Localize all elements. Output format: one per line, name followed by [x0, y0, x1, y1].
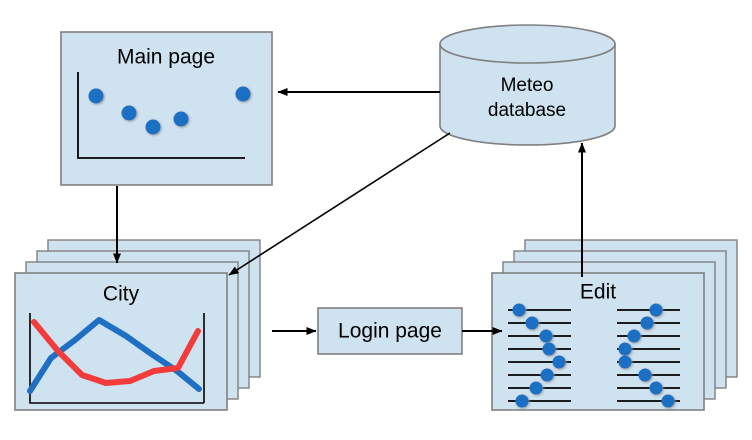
- main-page-scatter-chart: [77, 72, 251, 159]
- diagram-connectors: [113, 88, 586, 335]
- scatter-point: [121, 105, 137, 121]
- slider-handle[interactable]: [618, 342, 632, 356]
- login-page-label: Login page: [338, 320, 442, 343]
- database-cylinder-top: [439, 24, 616, 64]
- scatter-point: [235, 86, 251, 102]
- login-page-panel[interactable]: [317, 307, 463, 355]
- city-label: City: [103, 283, 140, 306]
- edit-label: Edit: [580, 281, 616, 304]
- slider-handle[interactable]: [540, 368, 554, 382]
- edge-database-to-city: [228, 132, 451, 276]
- slider-handle[interactable]: [661, 394, 675, 408]
- slider-handle[interactable]: [640, 316, 654, 330]
- slider-handle[interactable]: [649, 381, 663, 395]
- scatter-point: [145, 119, 161, 135]
- database-label-line1: Meteo: [501, 75, 554, 96]
- slider-handle[interactable]: [627, 329, 641, 343]
- city-chart-frame: [29, 313, 205, 404]
- slider-handle[interactable]: [618, 355, 632, 369]
- slider-handle[interactable]: [539, 329, 553, 343]
- node-login-page[interactable]: Login page: [317, 307, 463, 355]
- main-page-label: Main page: [117, 46, 215, 69]
- node-meteo-database[interactable]: Meteo database: [439, 24, 616, 146]
- city-line-chart: [27, 313, 205, 404]
- database-label-line2: database: [488, 100, 566, 121]
- slider-handle[interactable]: [638, 368, 652, 382]
- edit-sliders-left-column[interactable]: [508, 303, 571, 408]
- slider-handle[interactable]: [512, 303, 526, 317]
- main-page-panel[interactable]: [60, 31, 273, 186]
- node-main-page[interactable]: Main page: [60, 31, 273, 186]
- scatter-point: [173, 111, 189, 127]
- slider-handle[interactable]: [525, 316, 539, 330]
- slider-handle[interactable]: [552, 355, 566, 369]
- scatter-axis: [77, 72, 245, 159]
- scatter-point: [88, 88, 104, 104]
- slider-handle[interactable]: [649, 303, 663, 317]
- city-series-precipitation: [31, 319, 201, 386]
- slider-handle[interactable]: [529, 381, 543, 395]
- slider-handle[interactable]: [542, 342, 556, 356]
- node-city[interactable]: City: [14, 239, 261, 411]
- slider-handle[interactable]: [515, 394, 529, 408]
- node-edit[interactable]: Edit: [491, 239, 738, 411]
- edit-sliders-right-column[interactable]: [617, 303, 680, 408]
